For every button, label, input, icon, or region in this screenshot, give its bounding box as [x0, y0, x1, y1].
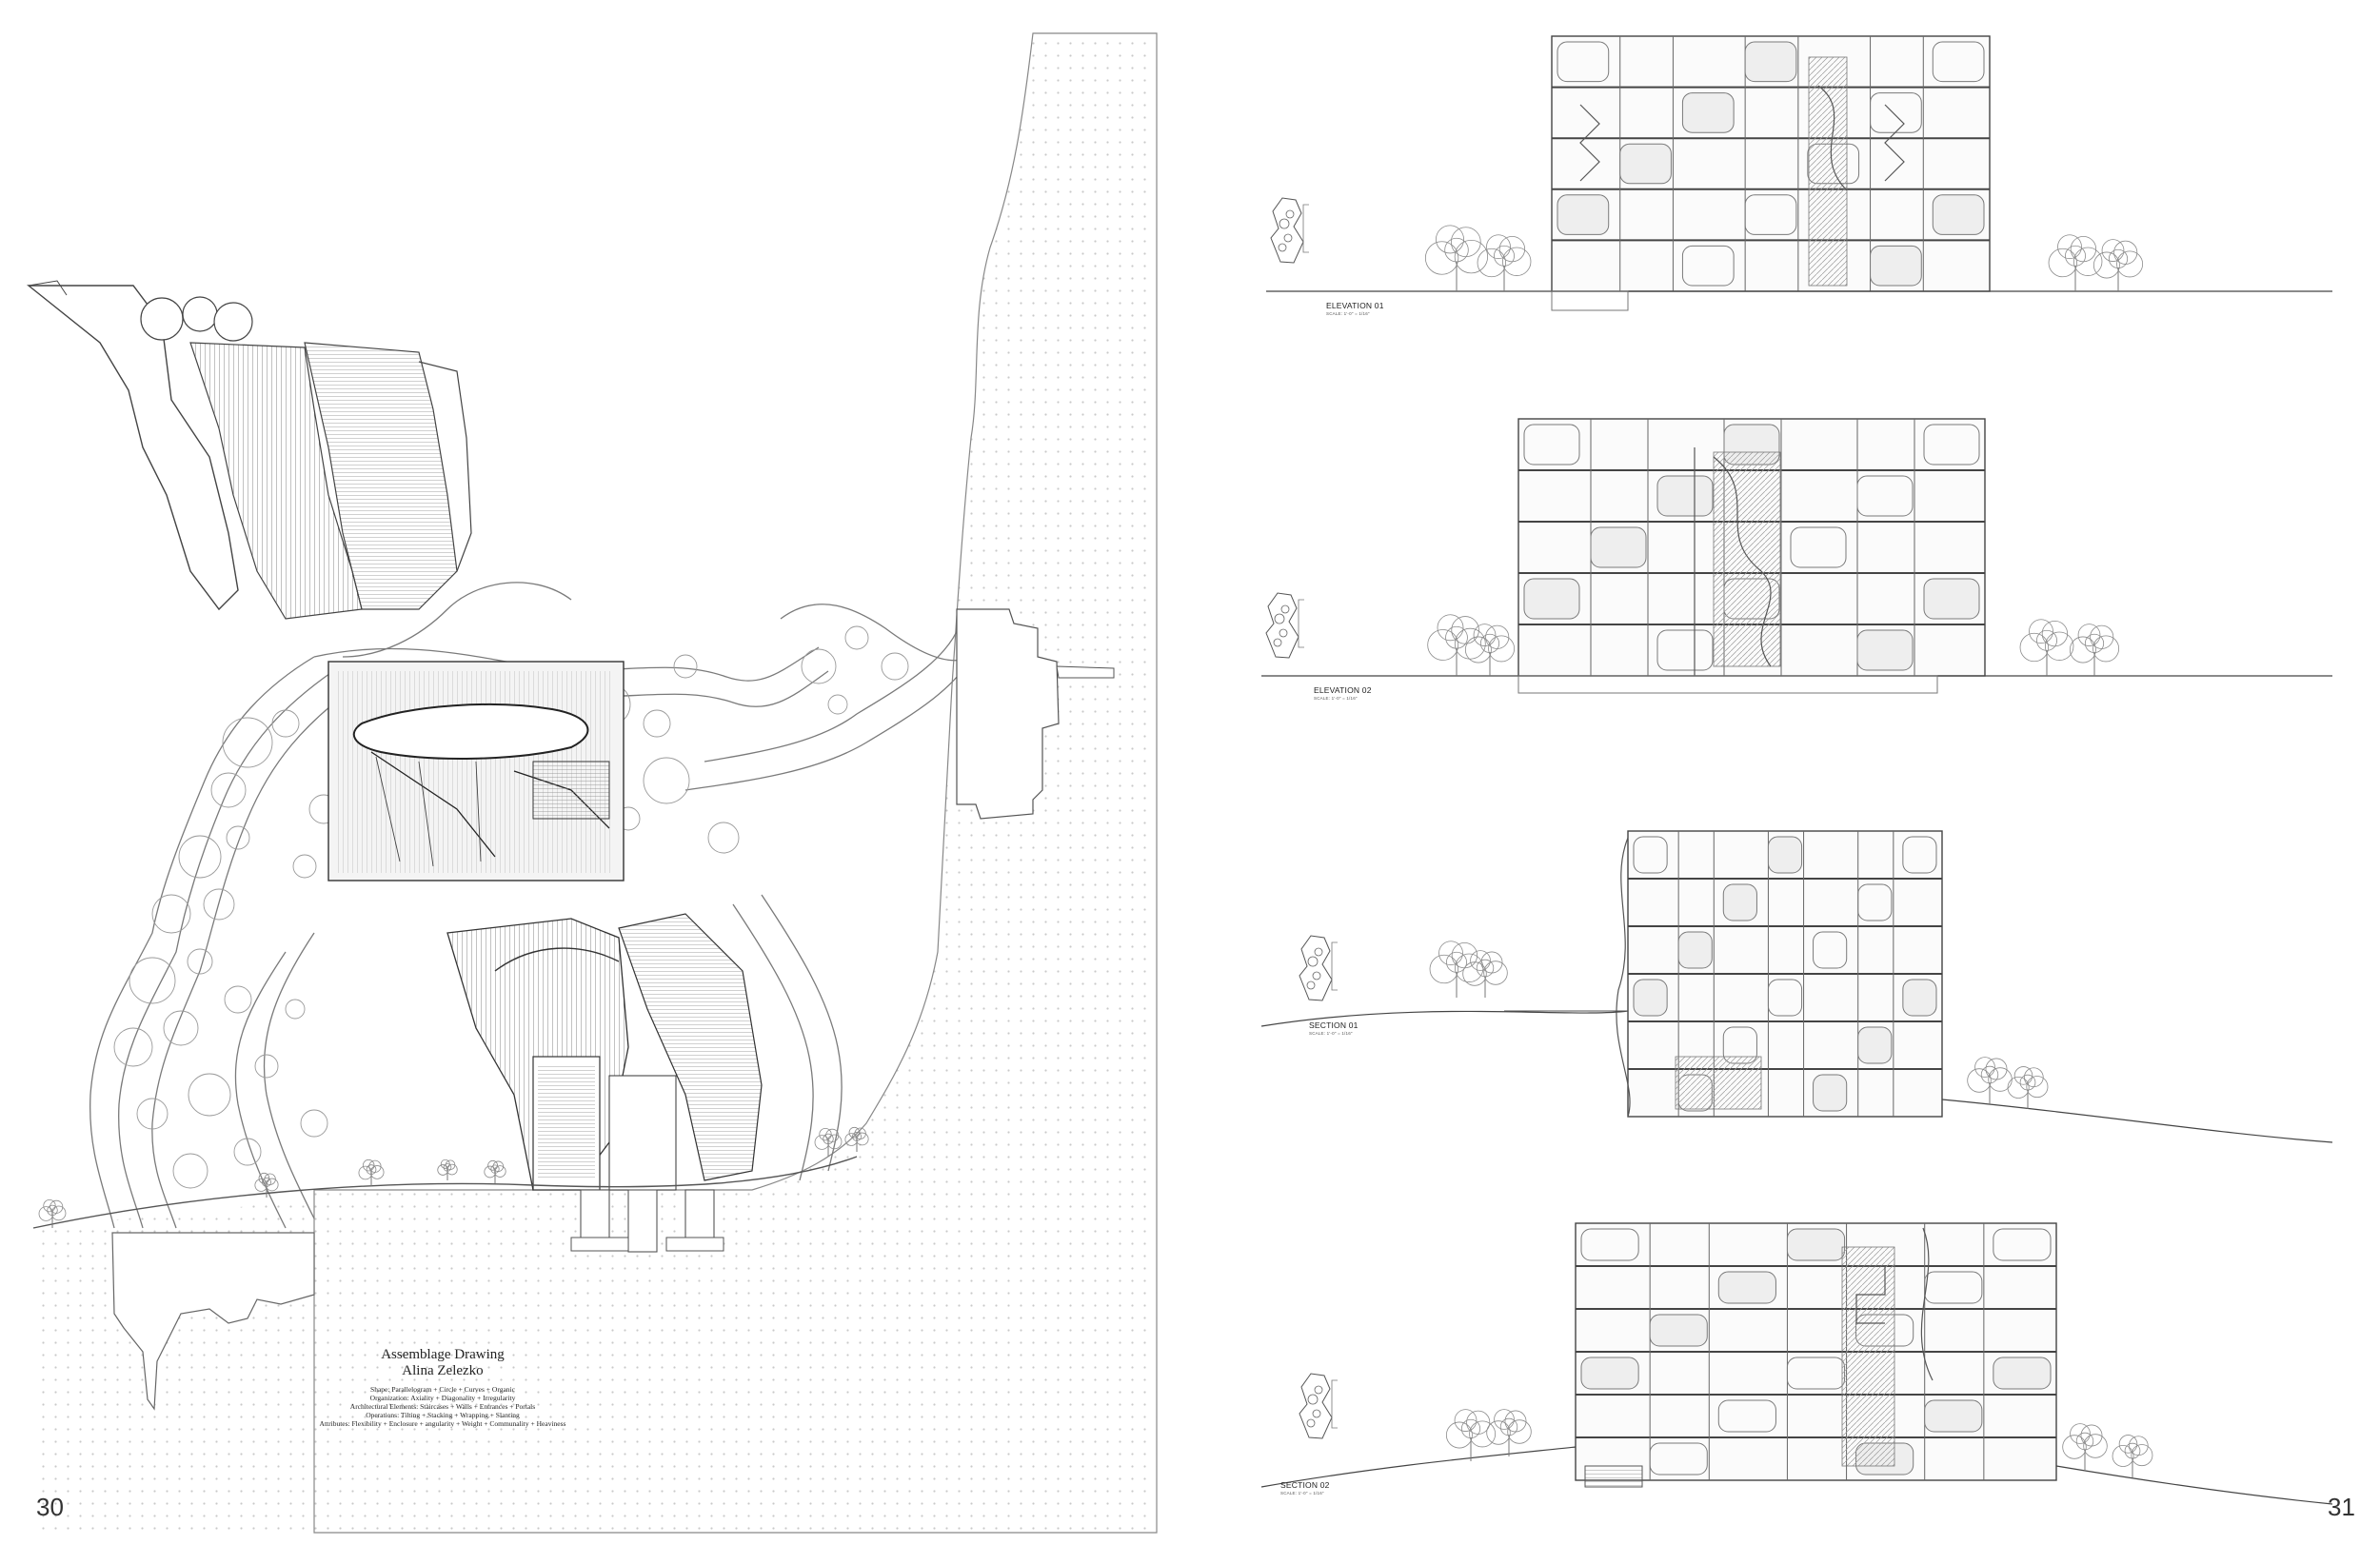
foundation-piers: [111, 1189, 724, 1411]
tree-section-02-b: [1486, 1409, 1532, 1456]
caption-line-operations: Operations: Tilting + Stacking + Wrappin…: [366, 1411, 520, 1419]
human-figure-elevation-01: [1270, 197, 1309, 264]
label-scale: SCALE: 1'-0" = 1/16": [1280, 1491, 1324, 1495]
left-tree-7: [844, 1126, 869, 1152]
section-01-drawing: [1260, 830, 2333, 1143]
label-section-01: SECTION 01 SCALE: 1'-0" = 1/16": [1309, 1020, 1359, 1036]
caption-line-organization: Organization: Axiality + Diagonality + I…: [369, 1394, 516, 1402]
caption-line-attributes: Attributes: Flexibility + Enclosure + an…: [319, 1419, 566, 1428]
caption-line-elements: Architectural Elements: Staircases + Wal…: [349, 1402, 536, 1411]
tree-elevation-01-d: [2092, 239, 2144, 291]
caption-title: Assemblage Drawing: [381, 1347, 505, 1362]
upper-stair-building: [27, 280, 472, 620]
label-text: ELEVATION 01: [1326, 301, 1384, 310]
human-figure-section-01: [1299, 935, 1338, 1001]
label-text: ELEVATION 02: [1314, 685, 1372, 695]
organic-paths: [89, 582, 977, 1229]
tree-elevation-01-c: [2048, 234, 2103, 291]
label-text: SECTION 02: [1280, 1480, 1330, 1490]
caption-line-shape: Shape: Parallelogram + Circle + Curves +…: [370, 1385, 515, 1394]
elevations-and-sections: [1260, 35, 2333, 1505]
label-elevation-02: ELEVATION 02 SCALE: 1'-0" = 1/16": [1314, 685, 1372, 701]
tree-section-02-c: [2062, 1423, 2108, 1471]
left-tree-4: [437, 1159, 458, 1180]
tree-elevation-02-b: [1464, 624, 1516, 676]
caption-author: Alina Zelezko: [402, 1363, 484, 1378]
label-elevation-01: ELEVATION 01 SCALE: 1'-0" = 1/16": [1326, 301, 1384, 316]
label-scale: SCALE: 1'-0" = 1/16": [1314, 696, 1358, 701]
tree-section-02-d: [2112, 1435, 2153, 1477]
page-number-left: 30: [36, 1493, 64, 1521]
pier-building-right: [956, 608, 1115, 820]
human-figure-elevation-02: [1265, 592, 1304, 659]
label-scale: SCALE: 1'-0" = 1/16": [1309, 1031, 1353, 1036]
tree-elevation-01-a: [1424, 225, 1489, 291]
left-tree-1: [38, 1198, 67, 1228]
lower-stair-building: [446, 913, 763, 1191]
tree-section-01-a: [1429, 941, 1484, 998]
section-02-drawing: [1260, 1222, 2333, 1505]
central-main-building: [327, 661, 625, 881]
label-text: SECTION 01: [1309, 1020, 1359, 1030]
tree-elevation-02-d: [2069, 624, 2120, 676]
page-number-right: 31: [2328, 1493, 2355, 1521]
elevation-01-drawing: [1266, 35, 2332, 292]
left-trees: [38, 1126, 869, 1228]
left-tree-5: [484, 1159, 506, 1183]
tree-elevation-02-a: [1427, 614, 1486, 676]
assemblage-site-plan: [27, 32, 1158, 1534]
tree-elevation-02-c: [2019, 619, 2074, 676]
human-figure-section-02: [1299, 1373, 1338, 1439]
dotted-water-right: [313, 32, 1158, 1534]
tree-section-01-c: [1967, 1057, 2013, 1104]
tree-section-01-d: [2007, 1066, 2049, 1109]
label-scale: SCALE: 1'-0" = 1/16": [1326, 311, 1370, 316]
left-tree-2: [254, 1172, 279, 1198]
left-tree-3: [358, 1159, 385, 1186]
tree-elevation-01-b: [1477, 234, 1532, 291]
label-section-02: SECTION 02 SCALE: 1'-0" = 1/16": [1280, 1480, 1330, 1495]
elevation-02-drawing: [1261, 418, 2332, 677]
assemblage-caption: Assemblage Drawing Alina Zelezko Shape: …: [290, 1347, 595, 1428]
tree-section-01-b: [1462, 950, 1508, 998]
left-tree-6: [814, 1127, 843, 1157]
tree-section-02-a: [1445, 1409, 1497, 1461]
